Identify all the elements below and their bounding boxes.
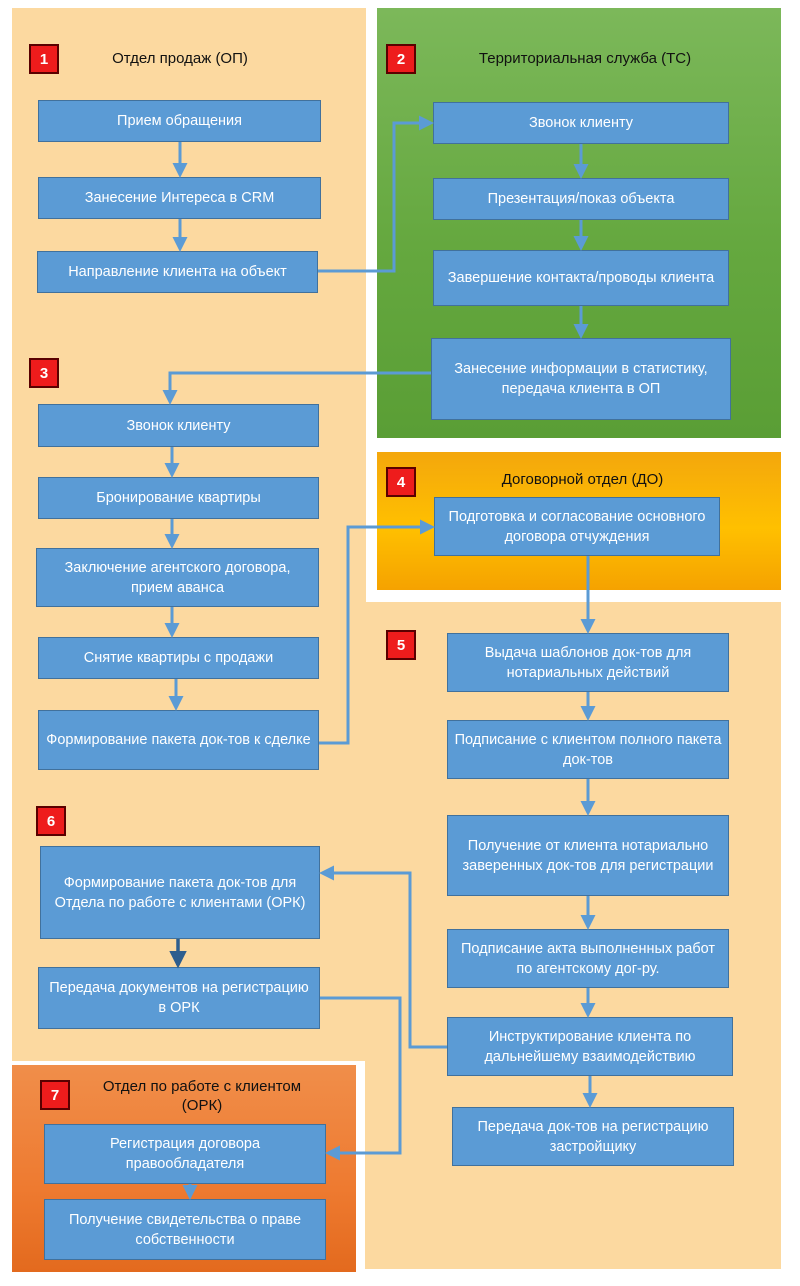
- step-send-client-to-object: Направление клиента на объект: [37, 251, 318, 293]
- badge-2: 2: [386, 44, 416, 74]
- step-finish-contact: Завершение контакта/проводы клиента: [433, 250, 729, 306]
- title-territorial-service: Территориальная служба (ТС): [478, 50, 692, 67]
- arrow-5-to-6: [319, 865, 447, 1049]
- step-notarized-documents: Получение от клиента нотариально заверен…: [447, 815, 729, 896]
- step-presentation: Презентация/показ объекта: [433, 178, 729, 220]
- title-contract-department: Договорной отдел (ДО): [501, 471, 664, 488]
- step-main-contract: Подготовка и согласование основного дого…: [434, 497, 720, 556]
- arrow-6-to-7: [320, 996, 402, 1161]
- badge-5: 5: [386, 630, 416, 660]
- step-statistics-transfer: Занесение информации в статистику, перед…: [431, 338, 731, 420]
- arrow-ts-to-op: [162, 371, 431, 405]
- badge-3: 3: [29, 358, 59, 388]
- step-ts-call-client: Звонок клиенту: [433, 102, 729, 144]
- arrow-op-to-ts: [318, 115, 434, 273]
- step-sign-act: Подписание акта выполненных работ по аге…: [447, 929, 729, 988]
- step-agency-contract: Заключение агентского договора, прием ав…: [36, 548, 319, 607]
- badge-7: 7: [40, 1080, 70, 1110]
- step-receive-request: Прием обращения: [38, 100, 321, 142]
- step-ownership-certificate: Получение свидетельства о праве собствен…: [44, 1199, 326, 1260]
- step-crm-entry: Занесение Интереса в CRM: [38, 177, 321, 219]
- badge-1: 1: [29, 44, 59, 74]
- title-sales-department: Отдел продаж (ОП): [112, 50, 248, 67]
- title-client-department: Отдел по работе с клиентом (ОРК): [102, 1078, 302, 1114]
- step-ork-package: Формирование пакета док-тов для Отдела п…: [40, 846, 320, 939]
- step-op-call-client: Звонок клиенту: [38, 404, 319, 447]
- badge-6: 6: [36, 806, 66, 836]
- step-deal-documents: Формирование пакета док-тов к сделке: [38, 710, 319, 770]
- arrow-op-to-do: [319, 519, 435, 745]
- step-instruct-client: Инструктирование клиента по дальнейшему …: [447, 1017, 733, 1076]
- step-sign-documents: Подписание с клиентом полного пакета док…: [447, 720, 729, 779]
- step-register-contract: Регистрация договора правообладателя: [44, 1124, 326, 1184]
- badge-4: 4: [386, 467, 416, 497]
- step-developer-registration: Передача док-тов на регистрацию застройщ…: [452, 1107, 734, 1166]
